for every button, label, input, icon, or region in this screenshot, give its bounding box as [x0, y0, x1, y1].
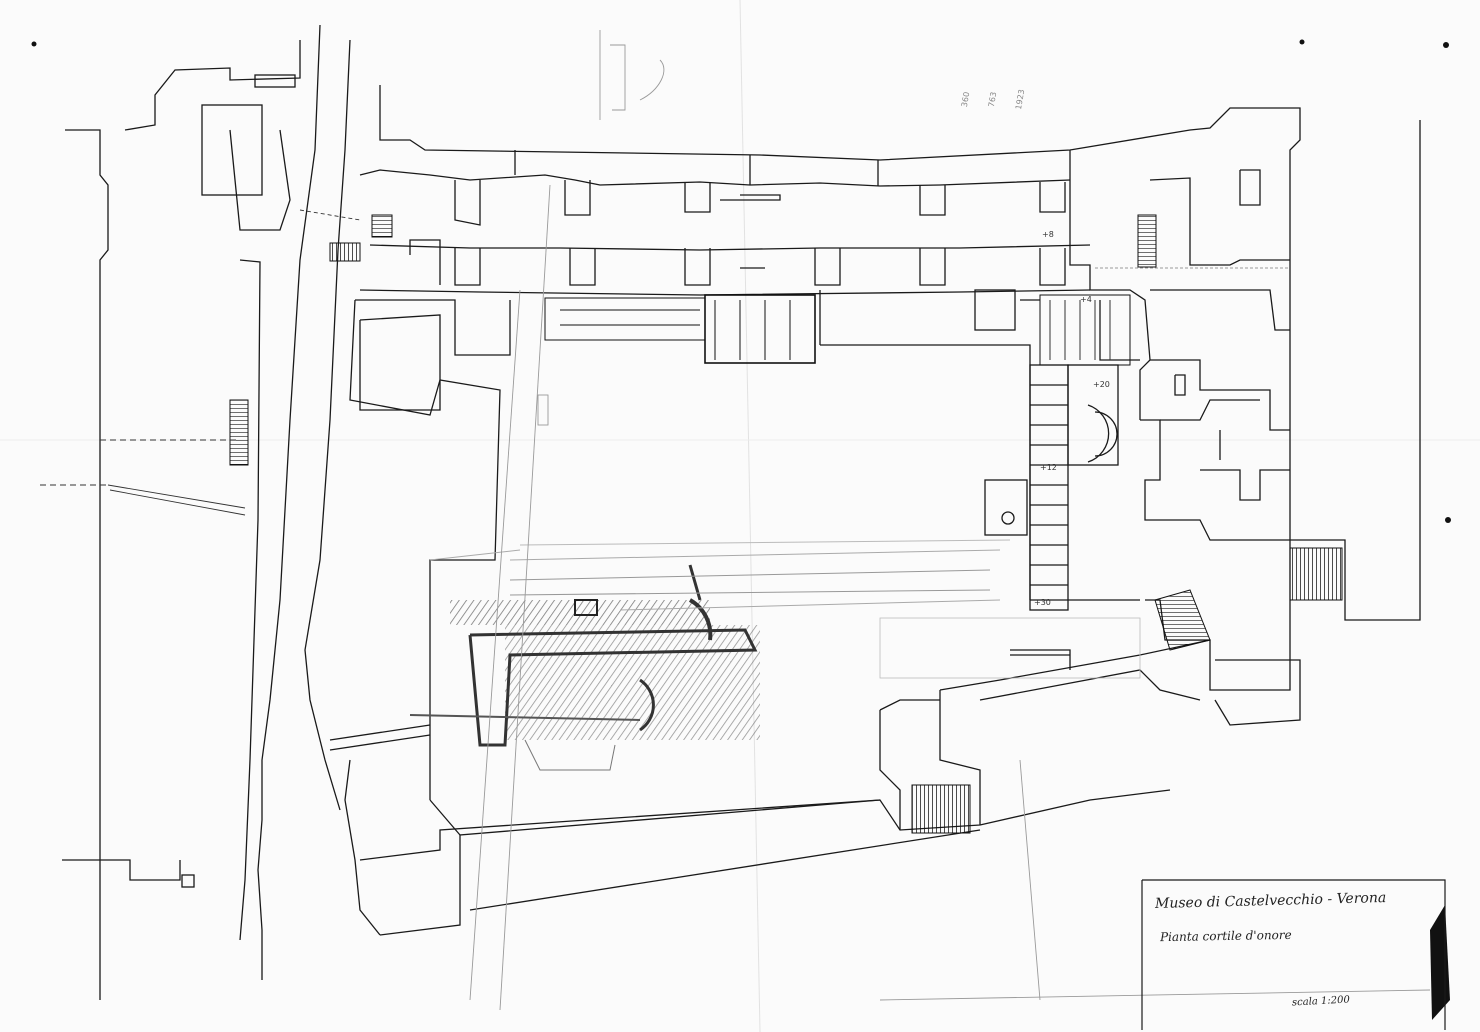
courtyard-walls [329, 290, 1171, 936]
pencil-sketch-podium [409, 539, 1141, 771]
level-mark: +12 [1040, 463, 1057, 472]
corner-pins [31, 39, 1451, 1020]
paper-fold [739, 0, 761, 1032]
stairs [229, 214, 1343, 834]
pencil-lines [40, 30, 1431, 1011]
drawing-subtitle: Pianta cortile d'onore [1159, 927, 1292, 945]
level-mark: +8 [1042, 230, 1054, 239]
level-mark: +20 [1093, 380, 1110, 389]
north-wing-walls [359, 85, 1301, 600]
level-mark: +4 [1080, 295, 1092, 304]
stair-tower [974, 289, 1119, 611]
level-mark: +30 [1034, 598, 1051, 607]
left-street-walls [62, 24, 351, 1000]
east-wing-walls [1069, 120, 1421, 726]
title-block [1141, 879, 1446, 1030]
